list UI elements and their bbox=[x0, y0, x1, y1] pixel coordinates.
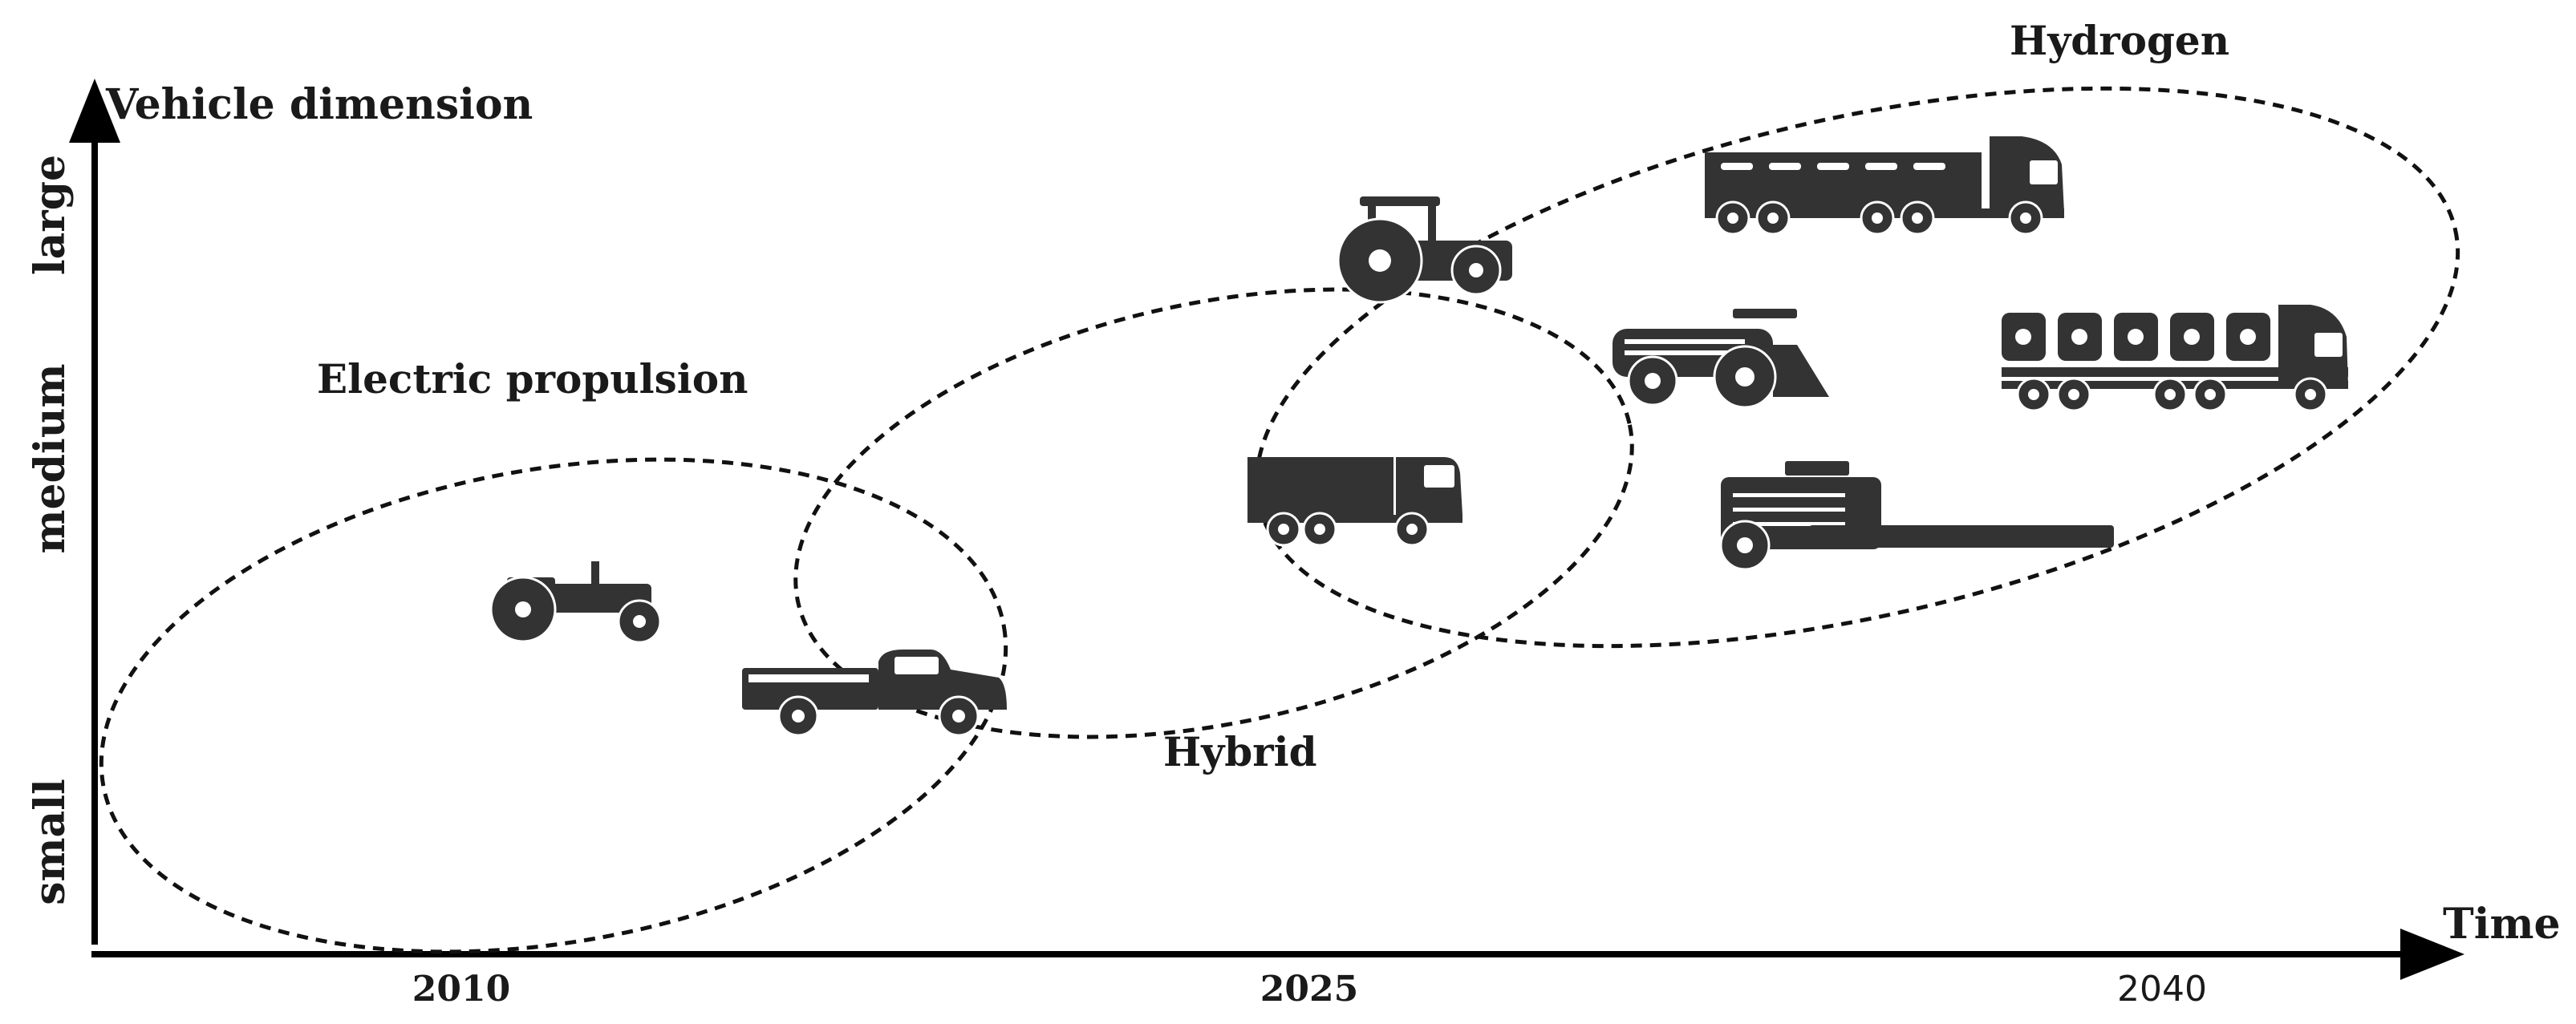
x-tick-2025: 2025 bbox=[1260, 969, 1358, 1010]
y-axis-title: Vehicle dimension bbox=[105, 80, 533, 129]
hybrid-label: Hybrid bbox=[1163, 728, 1317, 775]
forage-harvester-icon bbox=[1613, 309, 1829, 409]
x-axis-title: Time bbox=[2443, 900, 2561, 949]
box-truck-icon bbox=[1247, 457, 1462, 547]
x-tick-2010: 2010 bbox=[412, 969, 510, 1010]
large-tractor-icon bbox=[1337, 196, 1512, 304]
pickup-truck-icon bbox=[742, 650, 1007, 737]
small-tractor-icon bbox=[489, 561, 662, 644]
y-level-medium: medium bbox=[26, 363, 75, 553]
y-level-large: large bbox=[26, 155, 75, 275]
x-tick-2040: 2040 bbox=[2117, 969, 2207, 1010]
hydrogen-label: Hydrogen bbox=[2010, 17, 2229, 64]
y-level-small: small bbox=[26, 779, 75, 905]
hybrid-ellipse bbox=[793, 287, 1634, 739]
semi-trailer-truck-icon bbox=[1705, 136, 2064, 236]
flatbed-truck-icon bbox=[2002, 305, 2348, 412]
electric-propulsion-label: Electric propulsion bbox=[317, 355, 748, 403]
electric-propulsion-ellipse bbox=[99, 457, 1008, 954]
combine-harvester-icon bbox=[1719, 461, 2114, 571]
